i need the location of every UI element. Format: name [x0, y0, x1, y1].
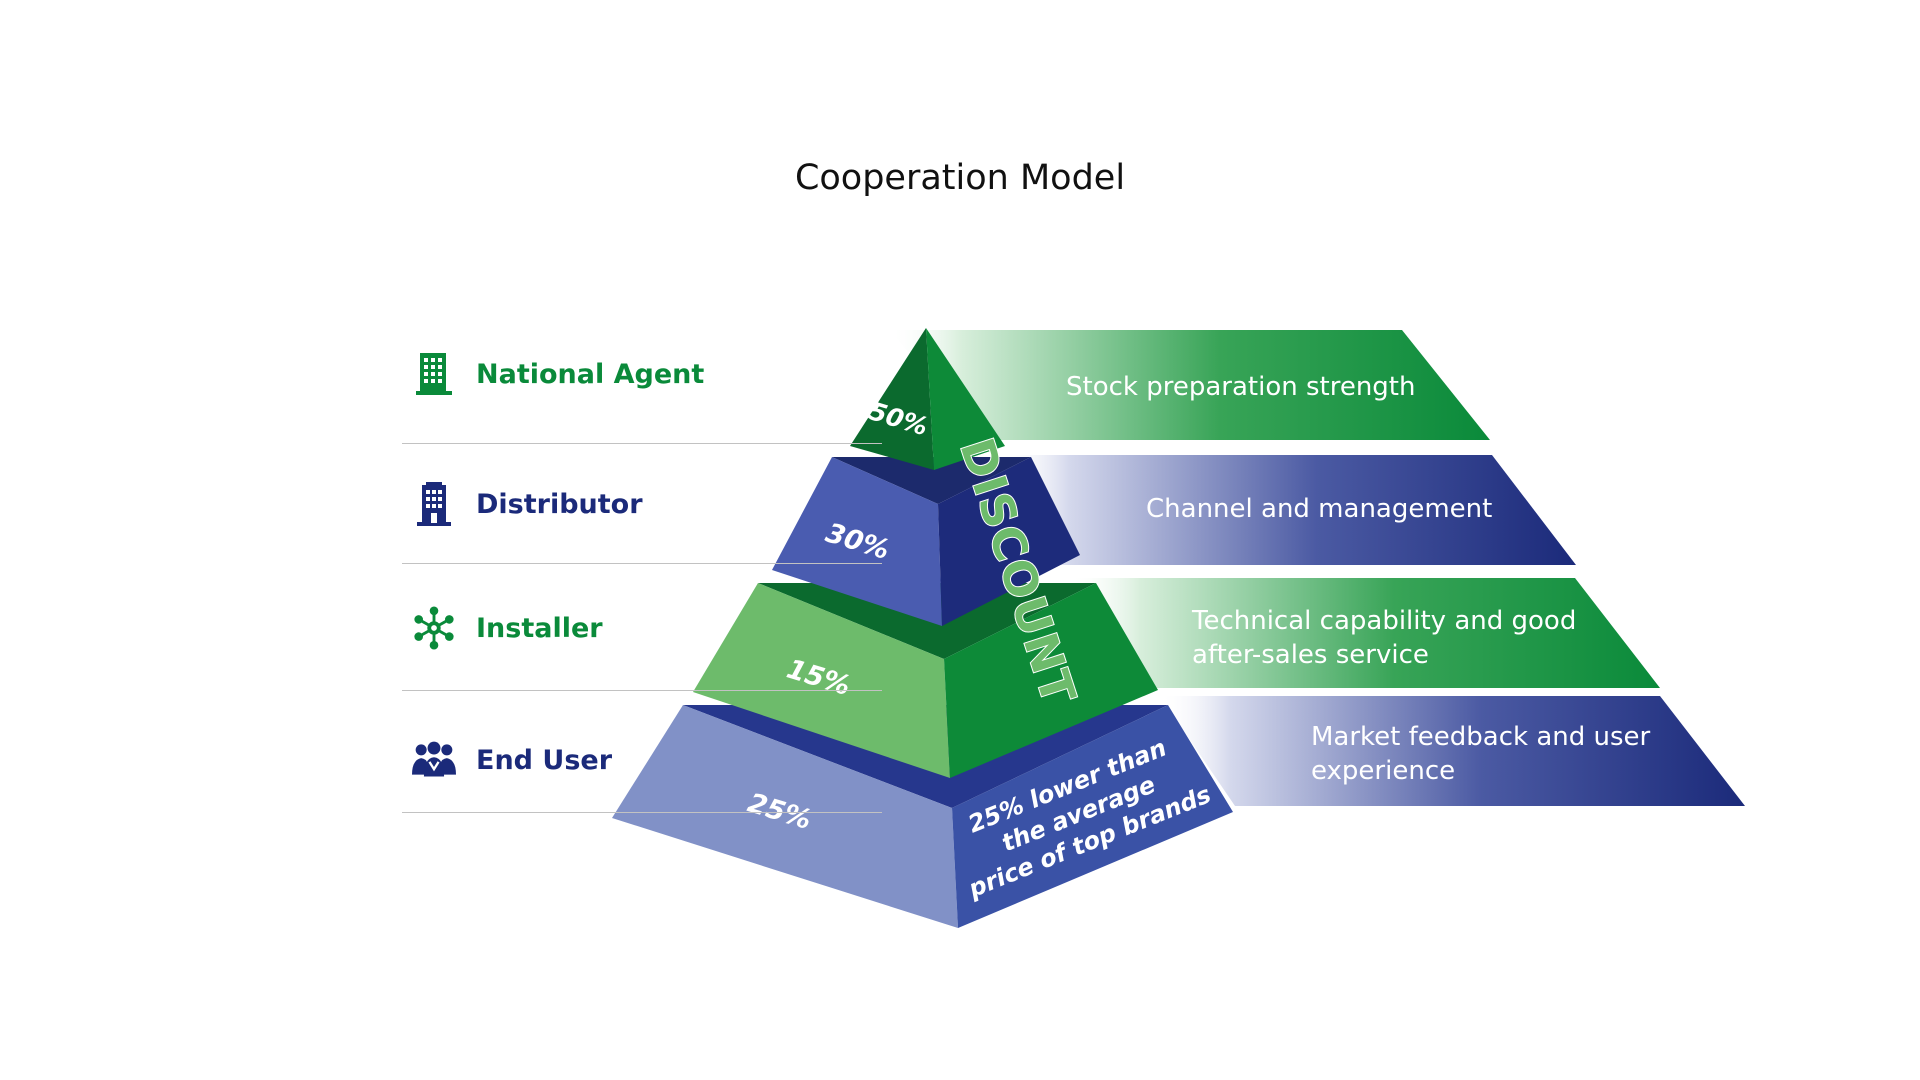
band-installer — [1070, 578, 1660, 688]
user-group-icon — [412, 736, 456, 784]
tier-label: National Agent — [476, 358, 705, 390]
tier-installer: Installer — [412, 604, 603, 652]
pyramid-tier-4-right — [952, 705, 1233, 928]
description-end-user: Market feedback and user experience — [1311, 720, 1650, 788]
description-line: after-sales service — [1192, 640, 1429, 670]
page-title: Cooperation Model — [794, 158, 1126, 198]
pyramid-tier-3-left — [693, 583, 950, 778]
description-line: Market feedback and user — [1311, 722, 1651, 752]
pyramid-tier-2-right — [938, 457, 1080, 626]
pyramid-tier-1-left — [850, 328, 934, 470]
description-line: Stock preparation strength — [1066, 372, 1416, 402]
pyramid-tier-3-right — [944, 583, 1158, 778]
divider — [402, 563, 882, 564]
divider — [402, 443, 882, 444]
divider — [402, 812, 882, 813]
tier-distributor: Distributor — [412, 480, 643, 528]
tier-label: Installer — [476, 612, 603, 644]
pyramid-tier-2-left — [772, 457, 942, 626]
description-line: experience — [1311, 756, 1456, 786]
description-distributor: Channel and management — [1146, 492, 1492, 526]
band-national-agent — [890, 330, 1490, 440]
band-distributor — [1000, 455, 1576, 565]
pyramid-tier-4-left — [612, 705, 958, 928]
description-national-agent: Stock preparation strength — [1066, 370, 1415, 404]
pyramid-tier-1-right — [926, 328, 1005, 470]
tier-label: Distributor — [476, 488, 643, 520]
network-hub-icon — [412, 604, 456, 652]
building-icon — [412, 350, 456, 398]
office-tower-icon — [412, 480, 456, 528]
description-line: Technical capability and good — [1192, 606, 1577, 636]
pyramid-tier-2-top — [832, 457, 1031, 504]
description-installer: Technical capability and good after-sale… — [1192, 604, 1576, 672]
tier-national-agent: National Agent — [412, 350, 704, 398]
tier-label: End User — [476, 744, 613, 776]
divider — [402, 690, 882, 691]
band-end-user — [1160, 696, 1745, 806]
description-line: Channel and management — [1146, 494, 1493, 524]
tier-end-user: End User — [412, 736, 612, 784]
